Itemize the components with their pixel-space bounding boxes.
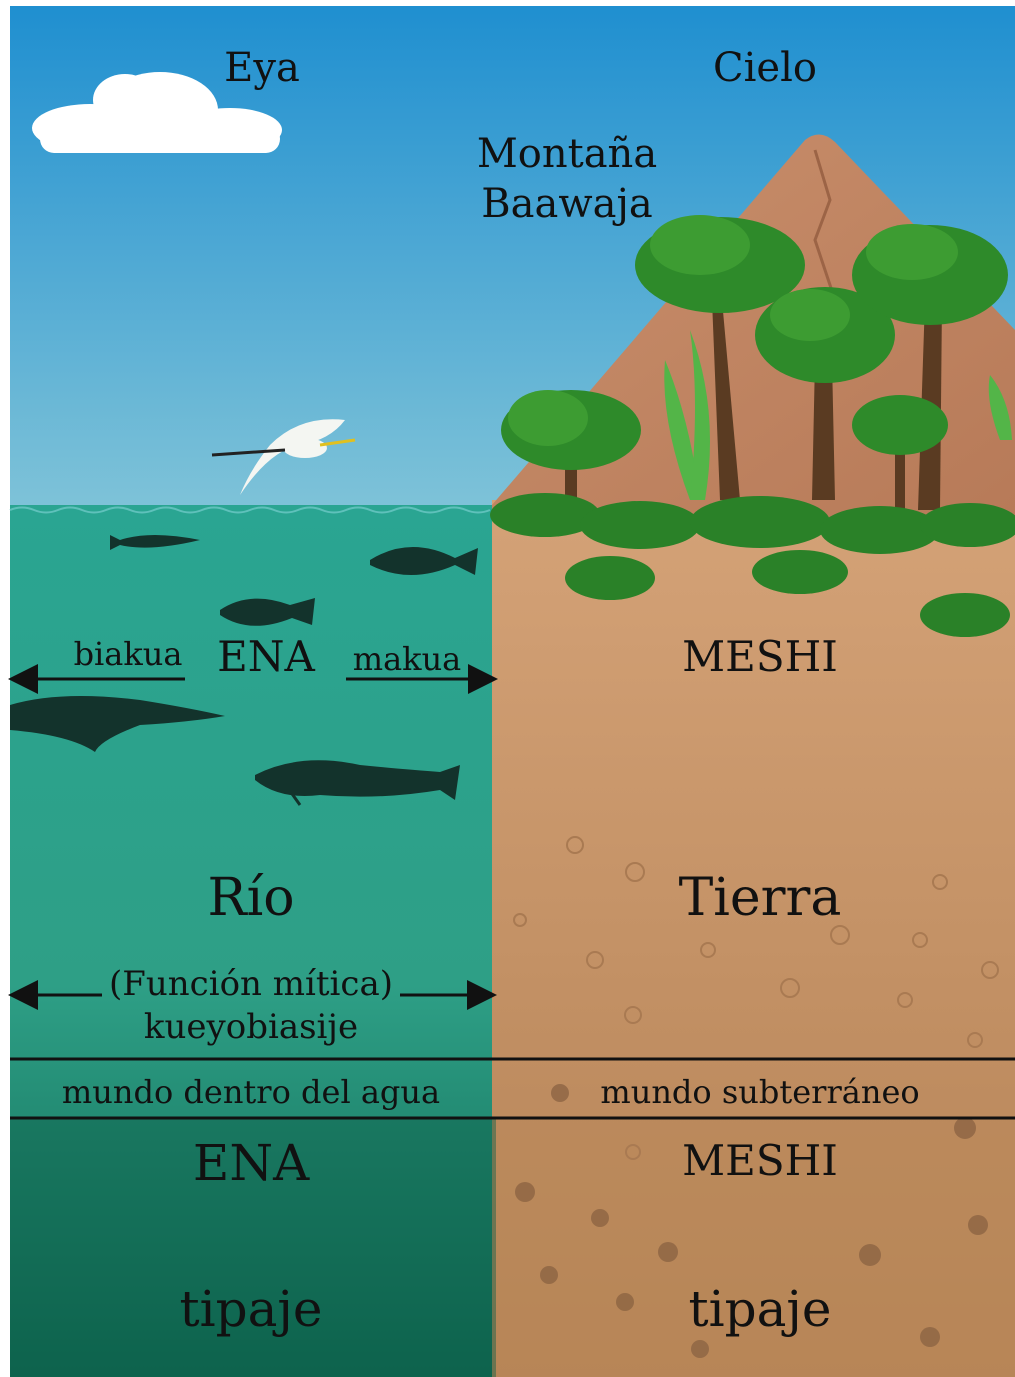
land-lower-label: tipaje [689,1284,832,1334]
land-band-label: mundo subterráneo [600,1076,919,1108]
mountain-label-line2: Baawaja [481,184,652,224]
land-name-label: MESHI [682,636,838,678]
sky-right-label: Cielo [713,48,817,88]
mountain-label-line1: Montaña [477,134,657,174]
direction-makua-label: makua [353,643,462,675]
direction-biakua-label: biakua [74,638,183,670]
sky-left-label: Eya [224,48,300,88]
land-translation-label: Tierra [679,872,842,924]
function-label-line1: (Función mítica) [109,967,393,1001]
water-name-label: ENA [217,636,315,678]
water-band-label: mundo dentro del agua [62,1076,440,1108]
water-translation-label: Río [207,872,294,924]
function-label-line2: kueyobiasije [144,1010,358,1044]
water-lower-name: ENA [193,1138,309,1188]
water-lower-label: tipaje [180,1284,323,1334]
land-lower-name: MESHI [682,1140,838,1182]
